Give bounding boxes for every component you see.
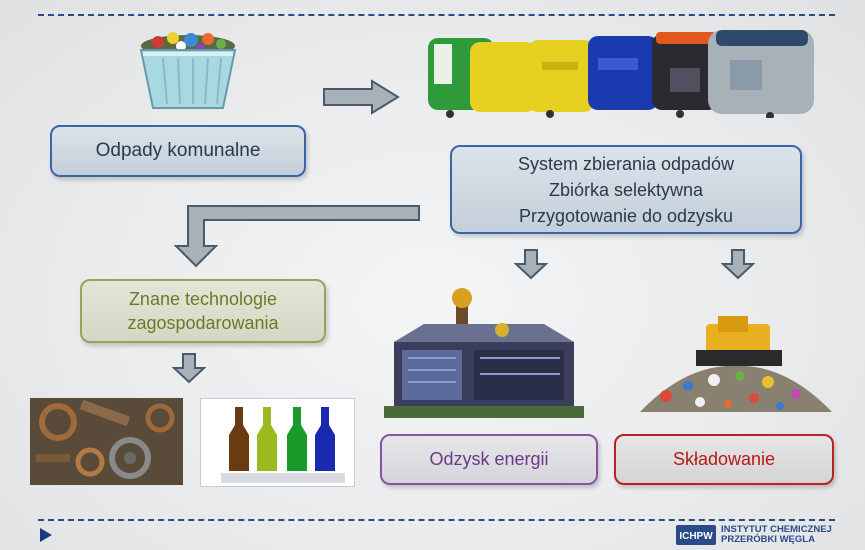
known-technologies-line-2: zagospodarowania [127,313,279,333]
landfill-icon [636,316,834,420]
municipal-waste-label: Odpady komunalne [95,140,261,161]
collection-system-box: System zbierania odpadów Zbiórka selekty… [450,145,802,234]
collection-system-line-2: Zbiórka selektywna [548,179,704,200]
arrow-down-icon [172,352,206,384]
landfilling-label: Składowanie [672,449,776,469]
arrow-down-icon [514,248,548,280]
top-divider [38,14,835,16]
logo-mark-text: ICHPW [679,531,713,542]
arrow-right-icon [322,79,400,115]
play-icon[interactable] [40,528,52,547]
arrow-down-icon [721,248,755,280]
collection-bins-icon [420,28,820,118]
collection-system-line-1: System zbierania odpadów [517,153,735,174]
incineration-plant-icon [384,288,584,420]
energy-recovery-box: Odzysk energii [380,434,598,485]
energy-recovery-label: Odzysk energii [429,449,549,469]
institute-logo: ICHPW INSTYTUT CHEMICZNEJ PRZERÓBKI WĘGL… [676,525,832,545]
glass-bottles-icon [200,398,355,487]
scrap-metal-icon [30,398,183,485]
landfilling-box: Składowanie [614,434,834,485]
bent-arrow-icon [170,200,425,268]
known-technologies-line-1: Znane technologie [128,289,278,309]
logo-line-2: PRZERÓBKI WĘGLA [721,534,815,545]
waste-bin-icon [133,32,243,112]
collection-system-line-3: Przygotowanie do odzysku [518,205,734,226]
known-technologies-box: Znane technologie zagospodarowania [80,279,326,343]
municipal-waste-box: Odpady komunalne [50,125,306,177]
ichpw-logo-icon: ICHPW [676,525,716,545]
logo-line-1: INSTYTUT CHEMICZNEJ [721,524,832,535]
bottom-divider [38,519,835,521]
